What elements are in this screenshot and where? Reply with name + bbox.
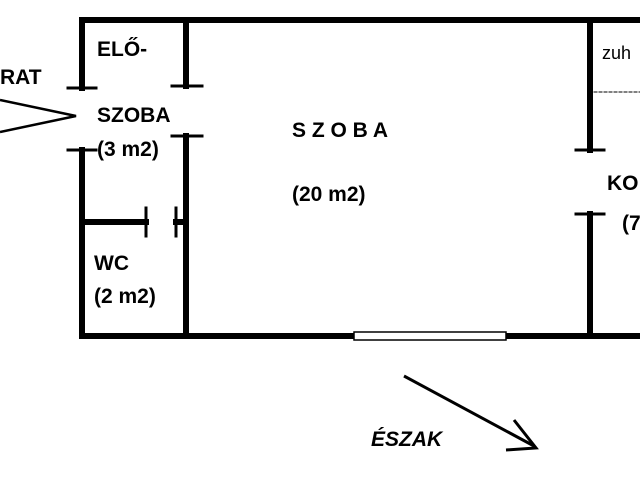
watermark-text: zenga	[568, 452, 617, 471]
window	[353, 331, 507, 341]
room-label: S Z O B A	[292, 119, 388, 142]
north-arrow-icon	[403, 374, 539, 452]
anteroom-label-line2: SZOBA	[97, 104, 171, 127]
shower-label: zuh	[602, 43, 631, 63]
room-area: (20 m2)	[292, 183, 366, 206]
kitchen-area: (7	[622, 212, 640, 235]
wc-area: (2 m2)	[94, 285, 156, 308]
kitchen-label: KO	[607, 172, 639, 195]
entrance-arrow-icon	[0, 98, 77, 134]
entrance-label: RAT	[0, 66, 42, 89]
wc-label: WC	[94, 252, 129, 275]
anteroom-label-line1: ELŐ-	[97, 38, 147, 61]
watermark: zenga	[544, 451, 617, 471]
anteroom-area: (3 m2)	[97, 138, 159, 161]
compass-label: ÉSZAK	[371, 428, 444, 451]
